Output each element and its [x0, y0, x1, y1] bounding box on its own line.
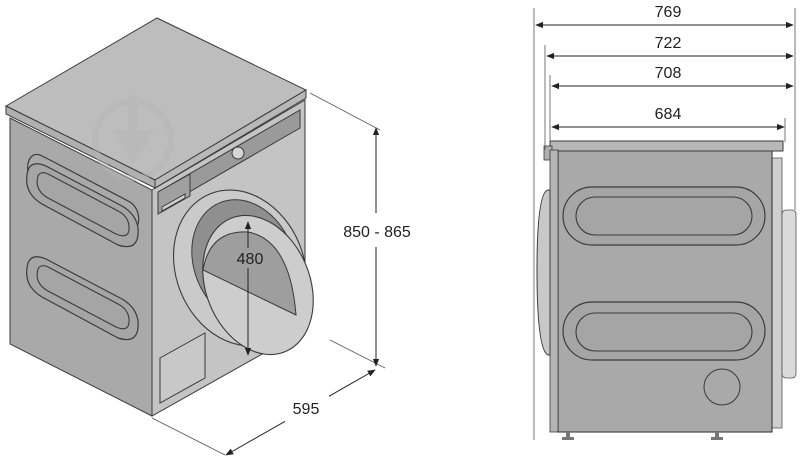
watermark-icon [92, 95, 174, 181]
hose-port [703, 368, 741, 406]
filter-hatch [159, 332, 206, 404]
side-door [536, 189, 551, 356]
side-top [549, 140, 784, 152]
depth-label-684: 684 [655, 106, 682, 123]
program-knob [231, 146, 245, 160]
depth-dimensions: 769 722 708 684 [533, 4, 796, 440]
side-view-washer [536, 140, 797, 440]
side-recess-upper [562, 186, 766, 246]
depth-label-769: 769 [655, 4, 682, 21]
side-recess-lower [562, 301, 766, 361]
height-dimension: 850 - 865 [309, 92, 419, 369]
width-dimension: 595 [151, 369, 376, 456]
isometric-washer [4, 17, 314, 417]
width-label: 595 [293, 401, 320, 418]
height-label: 850 - 865 [343, 224, 411, 241]
depth-label-722: 722 [655, 35, 682, 52]
foot [562, 437, 574, 440]
door-opening-dimension: 480 [233, 221, 265, 356]
foot [711, 437, 723, 440]
side-recess-lower-outer [26, 256, 139, 341]
door-opening-label: 480 [237, 251, 264, 268]
side-recess-upper-outer [26, 163, 139, 248]
detergent-drawer [157, 173, 191, 215]
depth-label-708: 708 [655, 65, 682, 82]
